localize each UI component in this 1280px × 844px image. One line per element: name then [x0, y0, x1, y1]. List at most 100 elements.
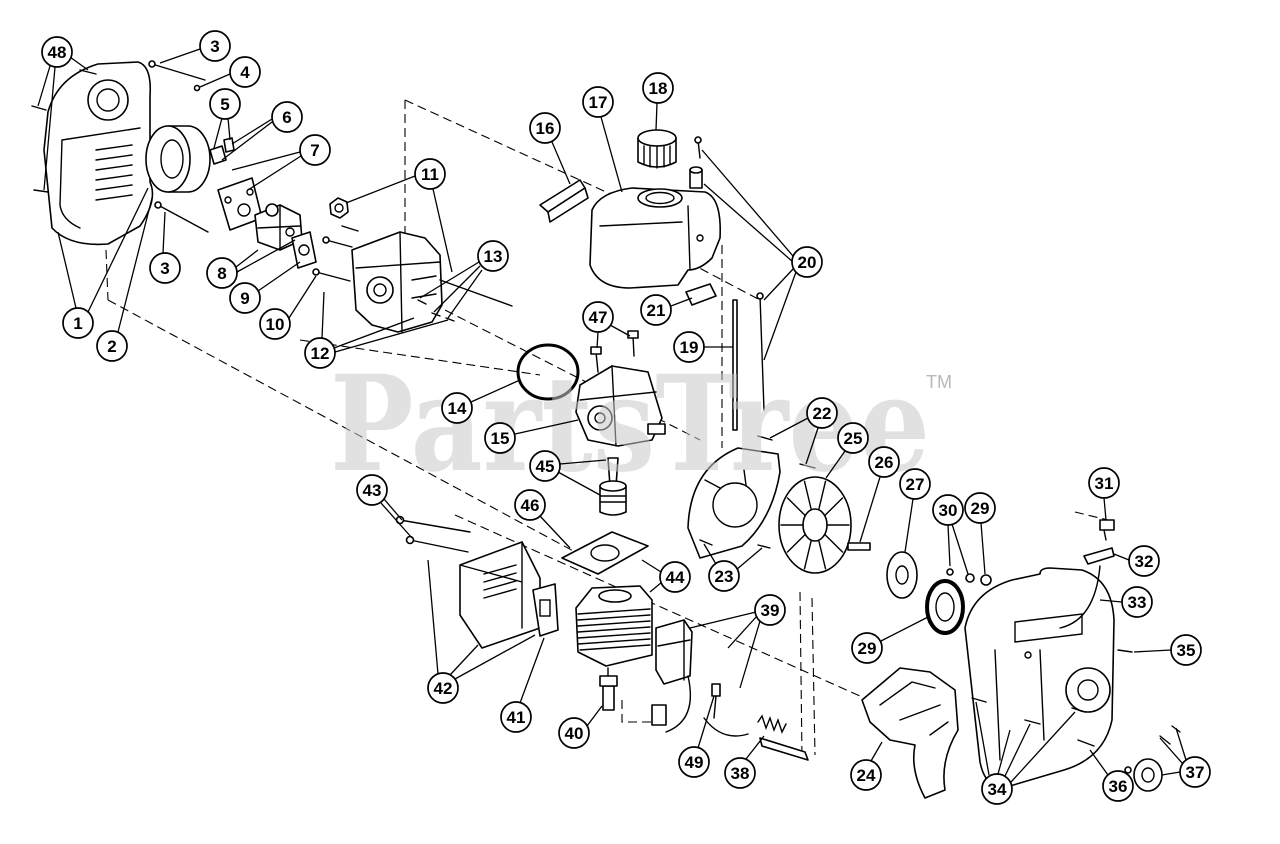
- callout: 13: [419, 240, 509, 319]
- svg-text:37: 37: [1186, 763, 1205, 782]
- callout: 20: [701, 149, 823, 361]
- callout: 18: [642, 72, 674, 131]
- tank-screws: [689, 136, 765, 411]
- svg-text:8: 8: [217, 264, 226, 283]
- throttle-rod: [439, 279, 513, 307]
- engine-housing: [964, 567, 1115, 788]
- callout: 1: [57, 187, 149, 339]
- svg-text:45: 45: [536, 457, 555, 476]
- callout: 5: [209, 88, 241, 149]
- crankcase: [575, 365, 666, 447]
- intake-housing: [351, 231, 443, 333]
- muffler-gasket: [532, 583, 559, 637]
- svg-text:43: 43: [363, 481, 382, 500]
- fan-housing-screws: [699, 435, 816, 549]
- callout: 46: [514, 489, 571, 549]
- manifold-screws: [312, 225, 359, 282]
- svg-text:25: 25: [844, 429, 863, 448]
- air-filter: [145, 125, 211, 193]
- svg-text:19: 19: [680, 338, 699, 357]
- svg-text:3: 3: [160, 259, 169, 278]
- svg-text:35: 35: [1177, 641, 1196, 660]
- muffler-bolts: [395, 515, 471, 553]
- callout: 21: [640, 294, 693, 326]
- svg-text:49: 49: [685, 753, 704, 772]
- svg-text:22: 22: [813, 404, 832, 423]
- callout: 25: [825, 422, 869, 479]
- svg-text:47: 47: [589, 308, 608, 327]
- svg-text:21: 21: [647, 301, 666, 320]
- svg-text:17: 17: [589, 93, 608, 112]
- tank-clip-lower: [685, 283, 717, 306]
- callout: 48: [37, 36, 89, 191]
- handle: [861, 667, 959, 799]
- callout: 42: [427, 559, 536, 704]
- carburetor: [254, 203, 303, 251]
- watermark-text: PartsTree: [330, 347, 930, 502]
- svg-text:29: 29: [858, 639, 877, 658]
- svg-text:4: 4: [240, 63, 250, 82]
- small-fasteners: [1124, 725, 1181, 792]
- spring: [757, 714, 809, 761]
- callout: 16: [529, 112, 571, 185]
- svg-text:46: 46: [521, 496, 540, 515]
- callout: 22: [769, 397, 838, 465]
- svg-text:16: 16: [536, 119, 555, 138]
- svg-text:6: 6: [282, 108, 291, 127]
- svg-text:12: 12: [311, 344, 330, 363]
- callout: 32: [1113, 545, 1160, 577]
- svg-text:13: 13: [484, 247, 503, 266]
- fan-housing: [687, 447, 781, 559]
- air-filter-cover: [43, 61, 154, 246]
- svg-text:3: 3: [210, 37, 219, 56]
- callout: 40: [558, 705, 603, 749]
- callout: 35: [1133, 634, 1202, 666]
- screw-upper: [148, 60, 206, 81]
- callout: 49: [678, 695, 715, 778]
- callout: 31: [1088, 467, 1120, 521]
- callout: 11: [345, 158, 453, 273]
- callout: 14: [441, 379, 521, 424]
- callout: 29: [964, 492, 996, 575]
- svg-text:31: 31: [1095, 474, 1114, 493]
- callout: 6: [221, 101, 303, 161]
- callout: 4: [199, 56, 261, 88]
- watermark-trademark: TM: [926, 372, 952, 392]
- callout: 9: [229, 261, 301, 314]
- callout: 19: [673, 331, 733, 363]
- callout: 30: [932, 494, 969, 575]
- svg-text:9: 9: [240, 289, 249, 308]
- callout: 15: [484, 419, 579, 454]
- flywheel: [778, 476, 852, 574]
- cylinder-gasket: [561, 531, 649, 575]
- callout: 12: [304, 291, 449, 369]
- screw-lower: [154, 201, 209, 233]
- svg-text:24: 24: [857, 766, 876, 785]
- stop-switch: [1099, 519, 1115, 541]
- svg-text:27: 27: [906, 475, 925, 494]
- callout: 36: [1089, 749, 1134, 802]
- callout: 38: [724, 735, 765, 789]
- svg-text:36: 36: [1109, 777, 1128, 796]
- svg-text:23: 23: [715, 567, 734, 586]
- svg-text:29: 29: [971, 499, 990, 518]
- ignition-coil: [651, 619, 693, 733]
- guide-lines: [105, 99, 1109, 759]
- svg-text:34: 34: [988, 780, 1007, 799]
- switch-wire: [1059, 565, 1101, 629]
- callout: 29: [851, 615, 931, 664]
- svg-text:5: 5: [220, 95, 229, 114]
- wire-bracket: [703, 683, 749, 737]
- crankcase-screws: [590, 330, 639, 373]
- svg-text:15: 15: [491, 429, 510, 448]
- callout: 23: [703, 543, 763, 592]
- small-brackets: [209, 137, 235, 165]
- callout: 47: [582, 301, 631, 349]
- svg-text:38: 38: [731, 764, 750, 783]
- svg-text:44: 44: [666, 568, 685, 587]
- callout: 44: [641, 559, 691, 593]
- callout: 17: [582, 86, 623, 193]
- housing-screws-side: [971, 649, 1133, 747]
- callout: 24: [850, 741, 883, 791]
